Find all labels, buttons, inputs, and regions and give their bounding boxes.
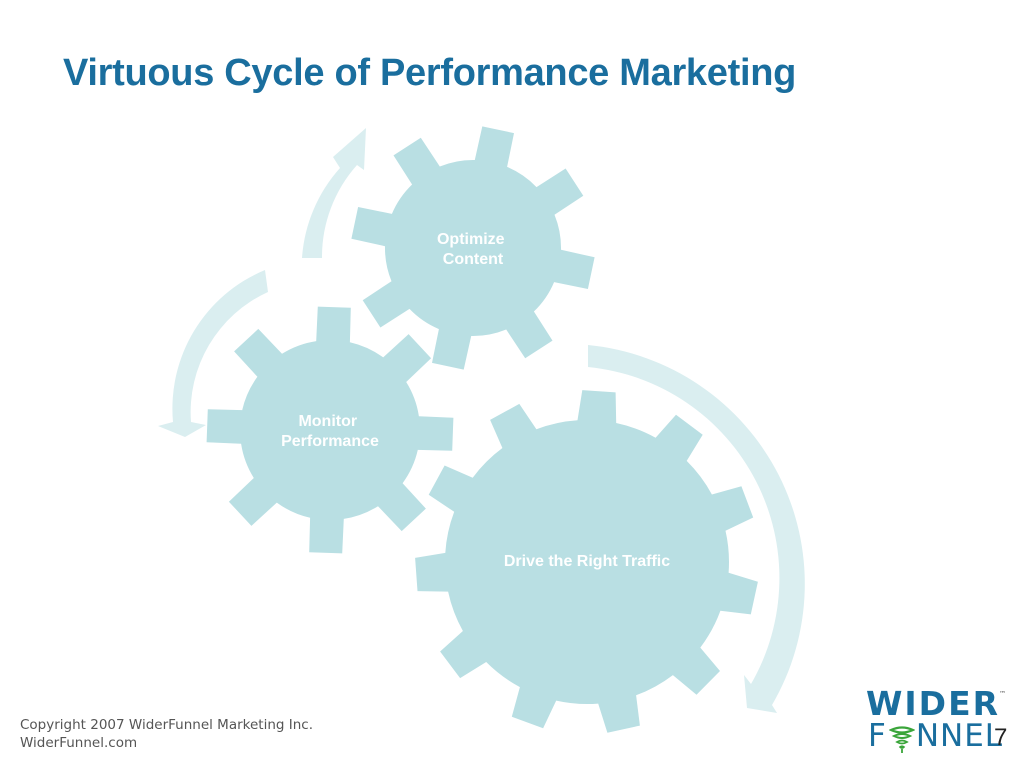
- gear-label-optimize: Optimize Content: [437, 231, 509, 268]
- gear-label-monitor: Monitor Performance: [281, 413, 379, 450]
- cycle-arrows: [158, 128, 805, 713]
- gear-label-drive: Drive the Right Traffic: [504, 553, 670, 570]
- gear-optimize-content: [351, 126, 595, 370]
- logo-letters-nnel: NNEL: [915, 718, 1004, 754]
- widerfunnel-logo: WIDER ™ F NNEL: [866, 686, 1016, 756]
- copyright-notice: Copyright 2007 WiderFunnel Marketing Inc…: [20, 716, 313, 752]
- gear-drive-traffic: [415, 390, 758, 733]
- gear-labels: Optimize Content Monitor Performance Dri…: [281, 231, 670, 570]
- page-number: 7: [994, 724, 1008, 751]
- gear-monitor-performance: [206, 306, 454, 554]
- logo-letter-f: F: [868, 718, 887, 754]
- gears: [206, 126, 758, 733]
- copyright-line: Copyright 2007 WiderFunnel Marketing Inc…: [20, 717, 313, 733]
- slide-title: Virtuous Cycle of Performance Marketing: [63, 52, 797, 94]
- cycle-arrow-right: [588, 345, 805, 713]
- funnel-swirl-icon: [888, 726, 915, 753]
- logo-trademark: ™: [999, 690, 1006, 698]
- cycle-arrow-left: [158, 270, 268, 437]
- cycle-arrow-top: [302, 128, 366, 258]
- logo-word-funnel: F NNEL: [868, 718, 1003, 754]
- website-line: WiderFunnel.com: [20, 735, 138, 751]
- logo-word-wider: WIDER: [866, 684, 1001, 723]
